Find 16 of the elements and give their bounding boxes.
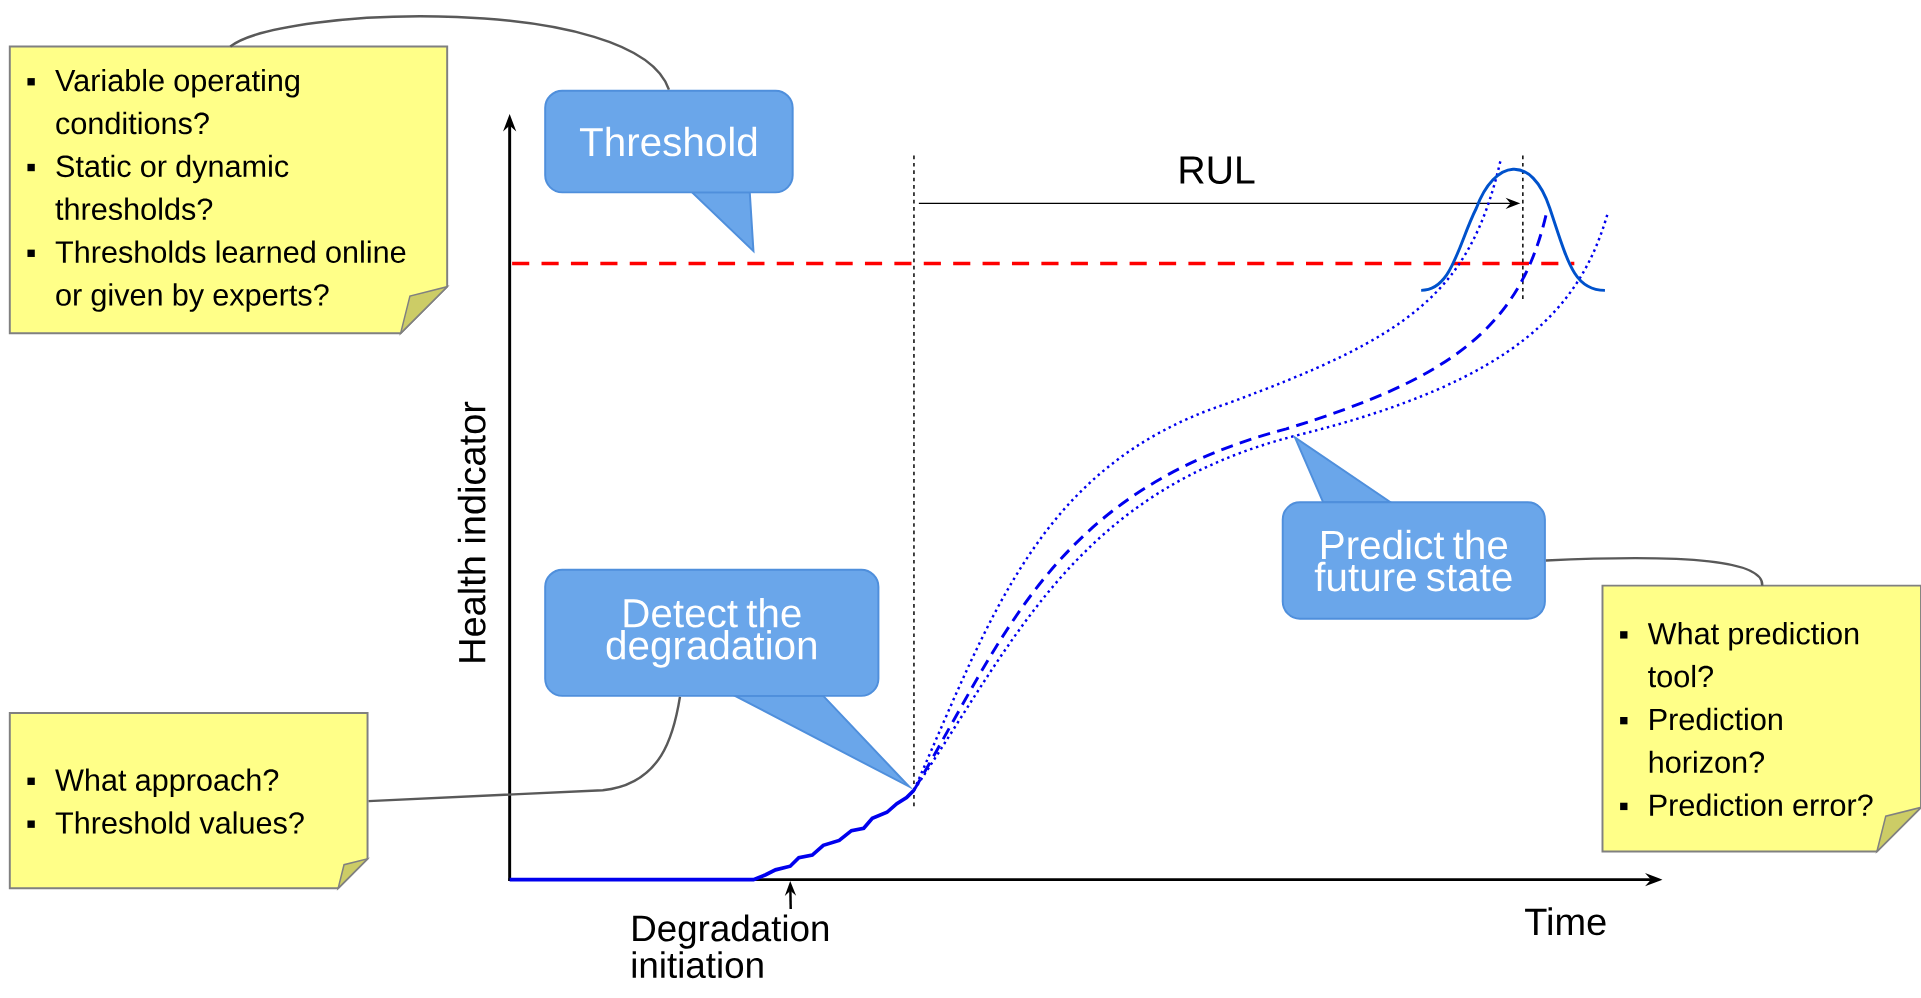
bullet-item: Static or dynamic thresholds? [27, 154, 289, 220]
axis-label: RUL [1180, 156, 1255, 184]
bullet-item: Variable operating conditions? [27, 68, 299, 135]
bullet-item: Threshold values? [27, 811, 304, 834]
bullet-item: Prediction error? [1620, 793, 1873, 816]
bullet-item: Thresholds learned online or given by experts? [27, 240, 406, 312]
leader-line [1545, 556, 1764, 586]
leader-line [229, 15, 670, 91]
bullet-item: What prediction tool? [1620, 621, 1859, 688]
bullet-item: What approach? [27, 768, 279, 797]
sticky-note [1601, 584, 1921, 854]
axis-label: Health indicator [457, 401, 486, 662]
axis-label: Time [1525, 907, 1606, 936]
leader-line [368, 696, 682, 803]
axis-annotation: Degradation initiation [632, 914, 829, 978]
bullet-item: Prediction horizon? [1620, 707, 1782, 773]
